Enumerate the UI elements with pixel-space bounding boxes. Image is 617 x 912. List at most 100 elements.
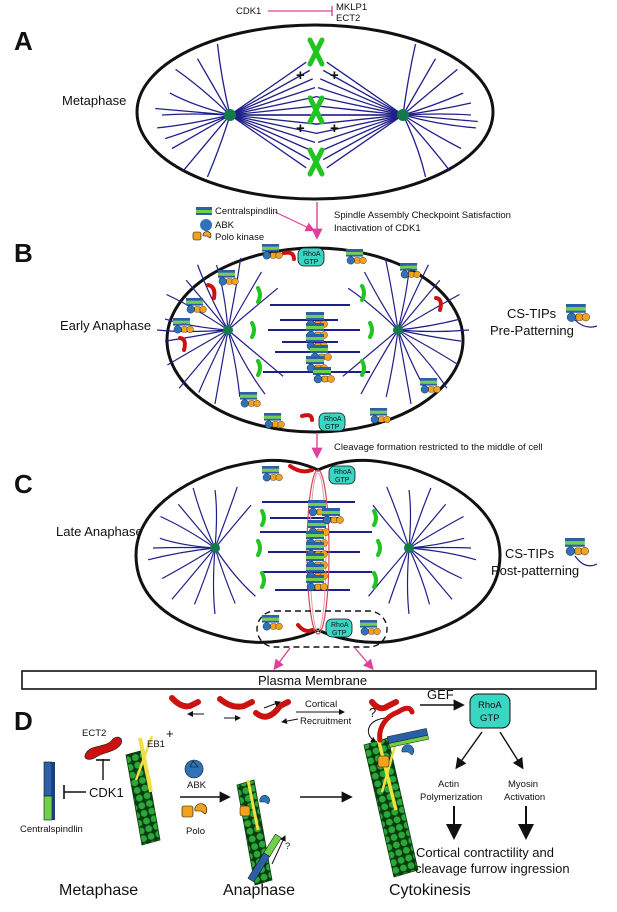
plus-end-markers: ++++ xyxy=(296,67,339,137)
bc-transition-text: Cleavage formation restricted to the mid… xyxy=(334,442,543,453)
plasma-membrane-label: Plasma Membrane xyxy=(258,673,367,688)
astral-mt xyxy=(227,271,263,331)
svg-text:RhoA: RhoA xyxy=(331,622,349,629)
astral-mt xyxy=(402,114,427,178)
kinetochore-mt xyxy=(320,78,404,116)
svg-text:RhoA: RhoA xyxy=(478,700,502,711)
cs-tip-complexes-b xyxy=(173,244,441,429)
mklp1-label: MKLP1 xyxy=(336,2,367,13)
astral-mt xyxy=(171,114,231,150)
kinetochore-mt xyxy=(326,61,404,116)
ect2-cortex-c xyxy=(288,464,314,633)
polo-icon-d xyxy=(181,803,208,818)
ect2-molecule xyxy=(282,250,296,261)
astral-mt xyxy=(214,486,238,549)
abk-icon-d xyxy=(184,759,204,779)
panel-a-stage-label: Metaphase xyxy=(62,93,126,108)
panel-d-letter: D xyxy=(14,706,33,736)
myosin-label-line1: Myosin xyxy=(508,779,538,790)
panel-b-letter: B xyxy=(14,238,33,268)
kinetochore-mt xyxy=(322,114,404,161)
zoom-arrow-right xyxy=(354,647,374,670)
astral-mt xyxy=(177,503,216,549)
legend-abk-icon xyxy=(200,219,213,231)
astral-mt xyxy=(408,546,472,549)
svg-text:GTP: GTP xyxy=(304,259,319,266)
separating-chromatids-c xyxy=(256,509,382,589)
svg-text:GTP: GTP xyxy=(480,713,500,724)
chromatid xyxy=(260,509,266,527)
astral-mt xyxy=(402,114,478,123)
question-mark-1: ? xyxy=(369,705,376,720)
ect2-molecule xyxy=(369,699,399,712)
panel-c-letter: C xyxy=(14,469,33,499)
cortical-recruitment-line1: Cortical xyxy=(305,699,337,710)
chromatid-pair xyxy=(307,95,325,125)
astral-mt xyxy=(182,114,231,172)
rhoa-gtp-c-top: RhoA GTP xyxy=(328,465,356,485)
ect2-shuttle-arrows xyxy=(187,700,345,725)
astral-mt xyxy=(397,293,460,331)
ect2-molecule xyxy=(178,336,187,352)
legend-polo: Polo kinase xyxy=(215,232,264,243)
zoom-arrow-left xyxy=(273,647,291,671)
metaphase-chromosomes xyxy=(307,37,325,177)
astral-mt xyxy=(402,43,417,116)
microtubule-cytokinesis xyxy=(363,734,419,878)
centrosome-right-b xyxy=(393,325,403,335)
rhoa-gtp-b: RhoA GTP xyxy=(297,247,325,267)
cortical-complex xyxy=(173,318,194,334)
astral-mt xyxy=(397,329,462,342)
astral-mt xyxy=(198,329,229,393)
astral-mt xyxy=(402,68,458,116)
plus-end-marker: + xyxy=(296,67,305,84)
svg-text:GTP: GTP xyxy=(325,424,340,431)
centrosome-right-a xyxy=(397,109,409,121)
kinetochore-mt xyxy=(316,114,404,134)
centralspindlin-label-d: Centralspindlin xyxy=(20,824,83,835)
kinetochore-mt xyxy=(320,114,404,152)
cortical-complex xyxy=(262,466,283,482)
astral-mt xyxy=(402,102,472,116)
kinetochore-mt xyxy=(229,114,307,169)
astral-mt xyxy=(347,287,399,331)
astral-mt xyxy=(175,68,231,116)
eb1-metaphase xyxy=(138,737,153,793)
cstips-c-line1: CS-TIPs xyxy=(505,546,555,561)
actin-label-line1: Actin xyxy=(438,779,459,790)
ect2-molecule xyxy=(169,695,201,710)
rhoa-to-myosin-arrow xyxy=(499,731,524,770)
outcome-line2: cleavage furrow ingression xyxy=(415,861,570,876)
ect2-molecule xyxy=(434,296,443,312)
kinetochore-mt xyxy=(322,69,404,116)
astral-mt xyxy=(408,489,412,549)
cortical-complex xyxy=(400,263,421,279)
astral-mt xyxy=(406,547,410,615)
cstip-tail xyxy=(574,555,598,567)
astral-mt xyxy=(193,547,216,605)
astral-mt xyxy=(402,58,437,116)
kinetochore-mt xyxy=(229,96,317,116)
astral-mt xyxy=(363,271,399,331)
myosin-label-line2: Activation xyxy=(504,792,545,803)
chromatid xyxy=(250,321,256,339)
kinetochore-mt xyxy=(229,114,316,143)
astral-mt xyxy=(386,486,410,549)
astral-mt xyxy=(397,329,412,404)
astral-mt xyxy=(397,318,462,331)
ab-transition-line1: Spindle Assembly Checkpoint Satisfaction xyxy=(334,210,511,221)
chromatid xyxy=(260,571,266,589)
astral-mt xyxy=(206,114,231,178)
rhoa-gtp-b-bottom: RhoA GTP xyxy=(318,412,346,432)
astral-mt xyxy=(360,329,399,395)
chromatid xyxy=(360,359,366,377)
centralspindlin-vertical xyxy=(43,761,55,821)
astral-mt xyxy=(212,547,216,615)
centralspindlin-anaphase xyxy=(247,833,282,883)
kinetochore-mt xyxy=(229,61,307,116)
outcome-line1: Cortical contractility and xyxy=(416,845,554,860)
cortical-complex xyxy=(262,615,283,631)
cs-tip-complexes-c xyxy=(262,466,381,636)
